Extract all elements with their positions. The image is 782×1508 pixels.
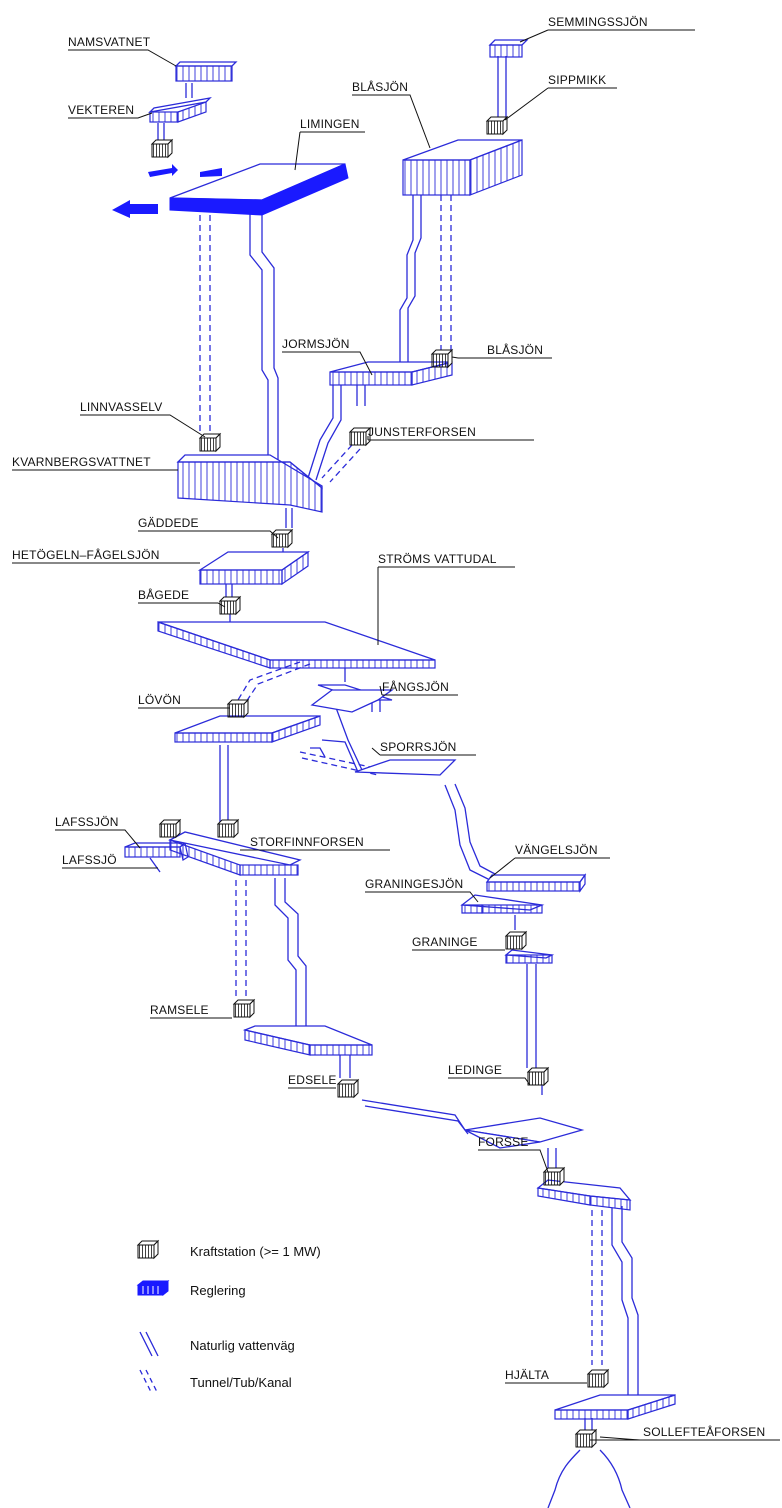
label-storfinnforsen: STORFINNFORSEN	[250, 835, 364, 849]
reservoir-graningesjon	[460, 894, 545, 914]
station-storfinnforsen	[217, 819, 239, 838]
station-ledinge	[527, 1067, 549, 1086]
reservoir-sporrsjon	[310, 689, 457, 776]
label-blasjon-station: BLÅSJÖN	[487, 342, 543, 357]
label-vekteren: VEKTEREN	[68, 103, 134, 117]
station-blasjon	[431, 349, 453, 368]
reservoir-limingen	[112, 163, 349, 218]
legend-regulation-label: Reglering	[190, 1283, 246, 1298]
label-ledinge: LEDINGE	[448, 1063, 502, 1077]
label-graninge: GRANINGE	[412, 935, 478, 949]
label-namsvatnet: NAMSVATNET	[68, 35, 151, 49]
label-ramsele: RAMSELE	[150, 1003, 209, 1017]
leader-lines	[12, 29, 780, 1441]
label-stroms-vattudal: STRÖMS VATTUDAL	[378, 552, 497, 566]
station-junsterforsen	[349, 427, 371, 446]
legend-station-label: Kraftstation (>= 1 MW)	[190, 1244, 321, 1259]
labels: NAMSVATNET VEKTEREN LIMINGEN SEMMINGSSJÖ…	[12, 15, 765, 1439]
reservoir-lower-lake	[464, 1117, 585, 1149]
label-linnvasselv: LINNVASSELV	[80, 400, 162, 414]
reservoir-hetogeln	[197, 550, 311, 586]
label-fangsjon: FÅNGSJÖN	[382, 679, 449, 694]
label-sippmikk: SIPPMIKK	[548, 73, 606, 87]
label-limingen: LIMINGEN	[300, 117, 360, 131]
reservoir-graninge-lake	[504, 949, 555, 964]
tunnel-icon	[139, 1369, 159, 1395]
label-gaddede: GÄDDEDE	[138, 516, 199, 530]
reservoir-jormsjon	[329, 361, 453, 386]
legend: Kraftstation (>= 1 MW) Reglering Naturli…	[136, 1240, 321, 1395]
station-gaddede	[271, 529, 293, 548]
station-lafssjo	[159, 819, 181, 838]
label-blasjon-lake: BLÅSJÖN	[352, 79, 408, 94]
label-kvarnbergsvattnet: KVARNBERGSVATTNET	[12, 455, 151, 469]
station-ramsele	[233, 999, 255, 1018]
label-lafssjon: LAFSSJÖN	[55, 815, 119, 829]
reservoir-lovon	[174, 715, 321, 743]
natural-waterway-icon	[139, 1331, 159, 1357]
label-junsterforsen: JUNSTERFORSEN	[368, 425, 476, 439]
label-vangelsjon: VÄNGELSJÖN	[515, 843, 598, 857]
label-sporrsjon: SPORRSJÖN	[380, 740, 456, 754]
station-linnvasselv	[199, 433, 221, 452]
legend-natural-label: Naturlig vattenväg	[190, 1338, 295, 1353]
station-lovon	[227, 699, 249, 718]
label-hjalta: HJÄLTA	[505, 1368, 549, 1382]
reservoir-lafssjo-lake	[168, 831, 302, 876]
label-lovon: LÖVÖN	[138, 693, 181, 707]
label-hetogeln: HETÖGELN–FÅGELSJÖN	[12, 547, 160, 562]
station-hjalta	[587, 1369, 609, 1388]
reservoirs	[112, 39, 676, 1420]
regulation-icon	[136, 1279, 170, 1297]
reservoir-stroms-vattudal	[157, 621, 436, 669]
station-graninge	[505, 931, 527, 950]
station-edsele	[337, 1079, 359, 1098]
waterways	[149, 56, 639, 1508]
reservoir-blasjon	[402, 139, 523, 196]
label-jormsjon: JORMSJÖN	[282, 337, 350, 351]
reservoir-vangelsjon	[485, 873, 587, 893]
reservoir-kvarnbergsvattnet	[176, 454, 323, 513]
station-vekteren	[151, 139, 173, 158]
power-station-icon	[137, 1240, 159, 1259]
reservoir-semmingssjon	[488, 39, 529, 58]
label-graningesjon: GRANINGESJÖN	[365, 877, 463, 891]
reservoir-namsvatnet	[174, 61, 238, 82]
reservoir-hjalta-lake	[554, 1394, 676, 1420]
legend-tunnel-label: Tunnel/Tub/Kanal	[190, 1375, 292, 1390]
label-bagede: BÅGEDE	[138, 587, 189, 602]
reservoir-ramsele-lake	[242, 1025, 373, 1056]
station-sollefteaforsen	[575, 1429, 597, 1448]
label-semmingssjon: SEMMINGSSJÖN	[548, 15, 648, 29]
label-edsele: EDSELE	[288, 1073, 337, 1087]
label-sollefteaforsen: SOLLEFTEÅFORSEN	[643, 1424, 765, 1439]
station-sippmikk	[486, 116, 508, 135]
label-lafssjo: LAFSSJÖ	[62, 853, 117, 867]
reservoir-vekteren	[148, 96, 212, 123]
label-forsse: FORSSE	[478, 1135, 529, 1149]
